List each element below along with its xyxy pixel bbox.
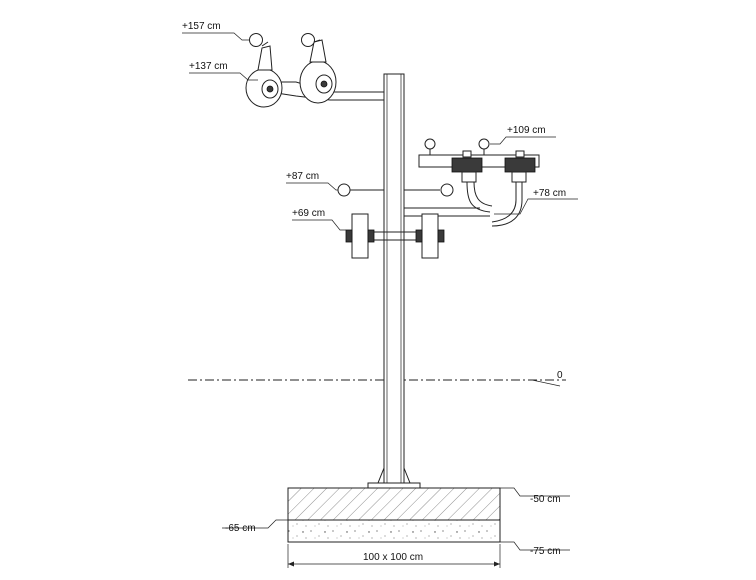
label-109: +109 cm <box>507 125 546 136</box>
concrete-layer <box>287 519 501 543</box>
ground-level-line: 0 <box>188 370 566 387</box>
main-post <box>383 73 405 484</box>
label-137: +137 cm <box>189 61 228 72</box>
pedal-platform <box>418 138 540 227</box>
ground-label: 0 <box>557 370 563 381</box>
foundation-width-dimension: 100 x 100 cm <box>287 544 501 568</box>
label-87: +87 cm <box>286 171 319 182</box>
label-78: +78 cm <box>533 188 566 199</box>
label-157: +157 cm <box>182 21 221 32</box>
foundation-size-label: 100 x 100 cm <box>363 552 423 563</box>
lower-wheels <box>345 213 445 259</box>
callout-minus-50: -50 cm <box>500 487 570 505</box>
callout-87: +87 cm <box>286 171 338 191</box>
top-handle-left <box>245 33 283 108</box>
label-minus-75: -75 cm <box>530 546 561 557</box>
callout-minus-65: -65 cm <box>222 519 288 534</box>
label-minus-50: -50 cm <box>530 494 561 505</box>
foundation-block <box>287 487 501 543</box>
callout-minus-75: -75 cm <box>500 541 570 557</box>
callout-109: +109 cm <box>490 125 556 145</box>
compacted-soil-layer <box>287 487 501 521</box>
side-bracket <box>404 207 490 217</box>
label-minus-65: -65 cm <box>225 523 256 534</box>
callout-157: +157 cm <box>182 21 250 41</box>
callout-137: +137 cm <box>189 61 258 81</box>
top-handle-right <box>299 33 337 104</box>
label-69: +69 cm <box>292 208 325 219</box>
callout-69: +69 cm <box>292 208 346 231</box>
callout-78: +78 cm <box>494 188 578 215</box>
